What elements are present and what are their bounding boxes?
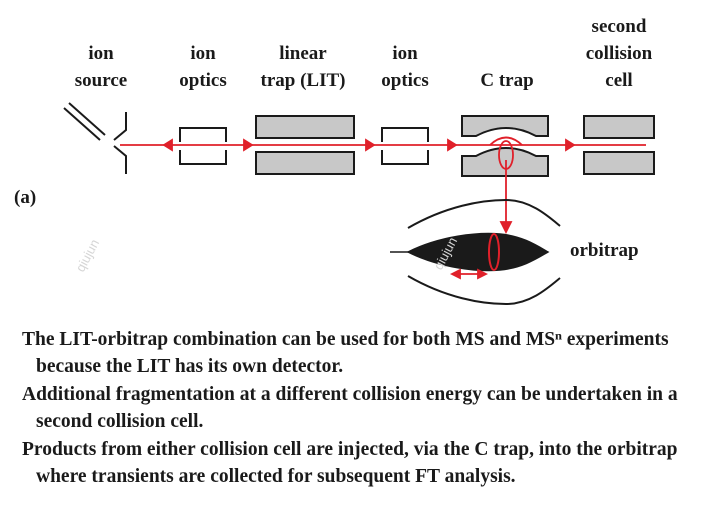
injection-path [499,160,513,235]
ion-optics-2-label-line1: ion [392,43,418,64]
caption-paragraph: Products from either collision cell are … [22,439,678,487]
linear-trap-rods [255,115,355,175]
linear-trap-label-line1: linear [279,43,327,64]
ion-source-label: ion source [58,40,144,94]
ion-source-needle [63,102,106,141]
axial-oscillation-arrow [449,268,489,280]
ion-optics-1 [179,127,227,165]
second-collision-cell-label-line1: second [591,16,647,37]
panel-label: (a) [14,187,37,208]
second-collision-cell-label: second collision cell [560,13,678,94]
orbitrap-label: orbitrap [570,240,639,261]
ion-optics-1-label-line1: ion [190,43,216,64]
orbitrap-central-electrode [390,232,550,272]
ion-source-label-line1: ion [88,43,114,64]
caption-paragraph: The LIT-orbitrap combination can be used… [22,329,669,377]
linear-trap-label: linear trap (LIT) [246,40,360,94]
orbitrap-ion-ring [488,233,500,271]
second-collision-cell-rods [583,115,655,175]
ion-source-skimmer [113,112,127,174]
ion-source-label-line2: source [74,70,128,91]
ion-optics-2-label: ion optics [362,40,448,94]
second-collision-cell-label-line3: cell [605,70,633,91]
ion-optics-1-label: ion optics [160,40,246,94]
caption-paragraph: Additional fragmentation at a different … [22,384,678,432]
c-trap-electrodes [461,115,549,177]
ion-beam-path [120,138,646,152]
c-trap-label-line1: C trap [480,70,534,91]
caption: The LIT-orbitrap combination can be used… [22,326,702,491]
instrument-schematic [63,102,655,306]
ion-optics-2-label-line2: optics [381,70,429,91]
linear-trap-label-line2: trap (LIT) [260,70,346,91]
orbitrap-outer-electrode [407,198,561,306]
ion-optics-2 [381,127,429,165]
ion-optics-1-label-line2: optics [179,70,227,91]
second-collision-cell-label-line2: collision [585,43,653,64]
c-trap-label: C trap [462,67,552,94]
